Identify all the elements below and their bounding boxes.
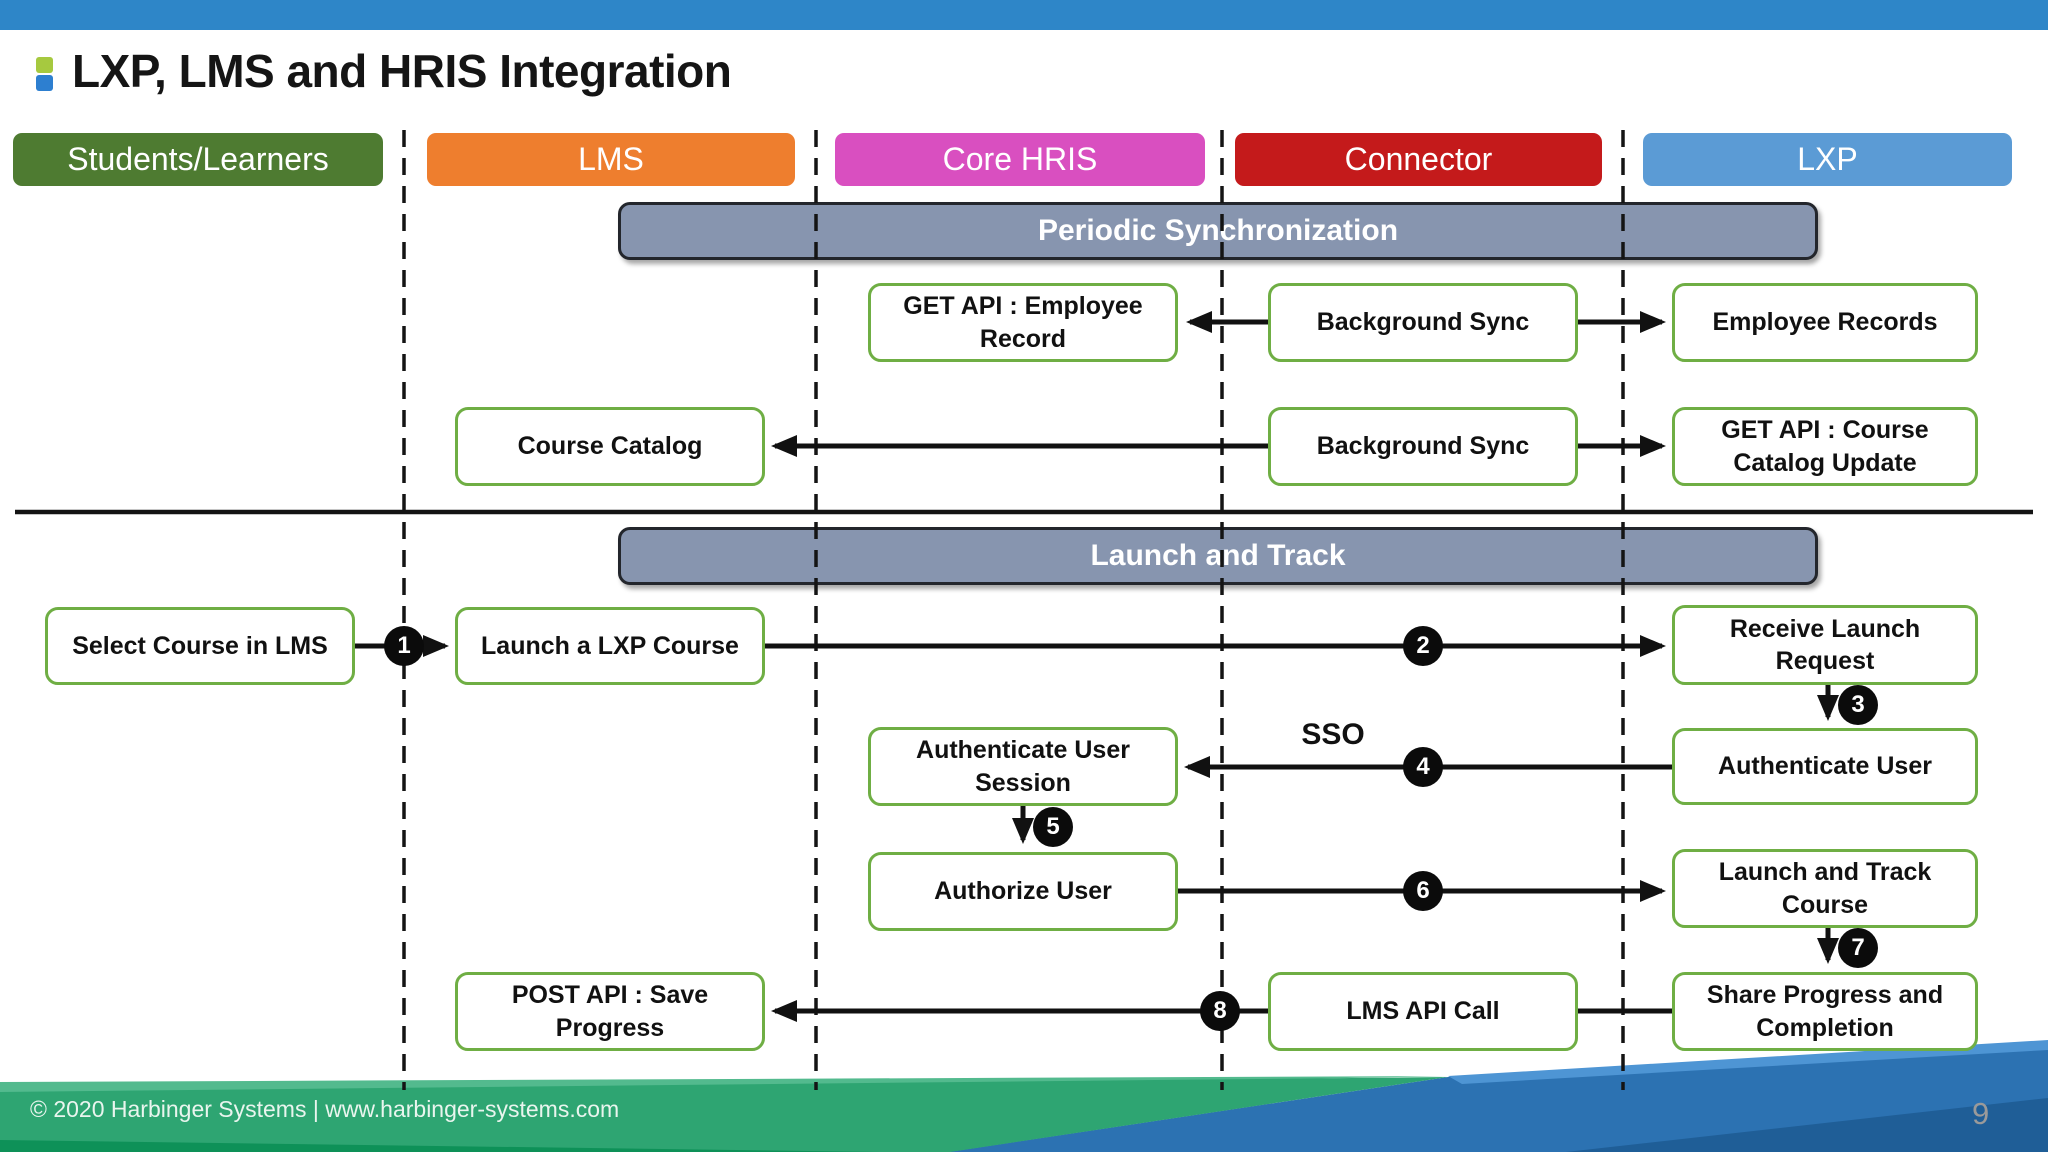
node-label: Background Sync — [1316, 308, 1530, 337]
lane-header-lxp: LXP — [1643, 133, 2012, 186]
node-get-api-employee-record: GET API : Employee Record — [868, 283, 1178, 362]
node-authenticate-user: Authenticate User — [1672, 728, 1978, 805]
step-badge-3: 3 — [1838, 685, 1878, 725]
node-authenticate-user-session: Authenticate User Session — [868, 727, 1178, 806]
node-label: Authorize User — [934, 877, 1112, 906]
section-band-periodic-synchronization: Periodic Synchronization — [618, 202, 1818, 260]
section-band-launch-and-track: Launch and Track — [618, 527, 1818, 585]
node-label: POST API : Save Progress — [511, 981, 709, 1042]
lane-divider-lines — [402, 130, 1625, 1090]
node-lms-api-call: LMS API Call — [1268, 972, 1578, 1051]
page-number: 9 — [1972, 1096, 1990, 1131]
node-label: Background Sync — [1316, 432, 1530, 461]
lane-label: Core HRIS — [942, 141, 1098, 177]
node-background-sync-1: Background Sync — [1268, 283, 1578, 362]
lane-header-connector: Connector — [1235, 133, 1602, 186]
node-receive-launch-request: Receive Launch Request — [1672, 605, 1978, 685]
node-label: Share Progress and Completion — [1706, 981, 1944, 1042]
title-bullet-green-icon — [36, 57, 53, 73]
node-label: Employee Records — [1712, 308, 1938, 337]
footer-blue-wedge — [948, 1042, 2048, 1152]
title-bullet-blue-icon — [36, 75, 53, 91]
step-badge-1: 1 — [384, 626, 424, 666]
footer-copyright: © 2020 Harbinger Systems | www.harbinger… — [30, 1096, 620, 1122]
node-launch-a-lxp-course: Launch a LXP Course — [455, 607, 765, 685]
node-label: Launch a LXP Course — [481, 631, 739, 660]
step-badge-7: 7 — [1838, 928, 1878, 968]
lane-header-core-hris: Core HRIS — [835, 133, 1205, 186]
node-label: Select Course in LMS — [72, 631, 328, 660]
step-badge-5: 5 — [1033, 807, 1073, 847]
lane-label: LMS — [578, 141, 644, 177]
band-label: Launch and Track — [1090, 539, 1346, 572]
node-label: GET API : Course Catalog Update — [1721, 416, 1929, 477]
node-course-catalog: Course Catalog — [455, 407, 765, 486]
node-employee-records: Employee Records — [1672, 283, 1978, 362]
node-label: LMS API Call — [1346, 997, 1500, 1026]
lane-header-lms: LMS — [427, 133, 795, 186]
top-accent-bar — [0, 0, 2048, 30]
page-title: LXP, LMS and HRIS Integration — [72, 45, 732, 97]
step-badge-4: 4 — [1403, 747, 1443, 787]
lane-label: LXP — [1797, 141, 1858, 177]
step-badge-8: 8 — [1200, 991, 1240, 1031]
node-launch-and-track-course: Launch and Track Course — [1672, 849, 1978, 928]
footer-decoration — [0, 1040, 2048, 1152]
footer-dark-blue-wedge — [1566, 1098, 2048, 1152]
node-background-sync-2: Background Sync — [1268, 407, 1578, 486]
node-get-api-course-catalog-update: GET API : Course Catalog Update — [1672, 407, 1978, 486]
node-label: Authenticate User — [1718, 752, 1932, 781]
step-badge-2: 2 — [1403, 626, 1443, 666]
node-label: GET API : Employee Record — [903, 292, 1143, 353]
node-share-progress-and-completion: Share Progress and Completion — [1672, 972, 1978, 1051]
lane-label: Students/Learners — [67, 141, 329, 177]
node-select-course-in-lms: Select Course in LMS — [45, 607, 355, 685]
footer-dark-green-wedge — [0, 1140, 880, 1152]
lane-label: Connector — [1344, 141, 1493, 177]
footer-blue-highlight — [1448, 1040, 2048, 1084]
node-label: Launch and Track Course — [1718, 858, 1932, 919]
footer-green-wedge — [0, 1077, 1448, 1152]
node-label: Course Catalog — [517, 432, 703, 461]
node-label: Receive Launch Request — [1729, 614, 1921, 676]
node-post-api-save-progress: POST API : Save Progress — [455, 972, 765, 1051]
sso-label: SSO — [1301, 718, 1365, 751]
lane-header-students-learners: Students/Learners — [13, 133, 383, 186]
step-badge-6: 6 — [1403, 871, 1443, 911]
node-label: Authenticate User Session — [916, 736, 1130, 797]
node-authorize-user: Authorize User — [868, 852, 1178, 931]
band-label: Periodic Synchronization — [1037, 214, 1399, 247]
